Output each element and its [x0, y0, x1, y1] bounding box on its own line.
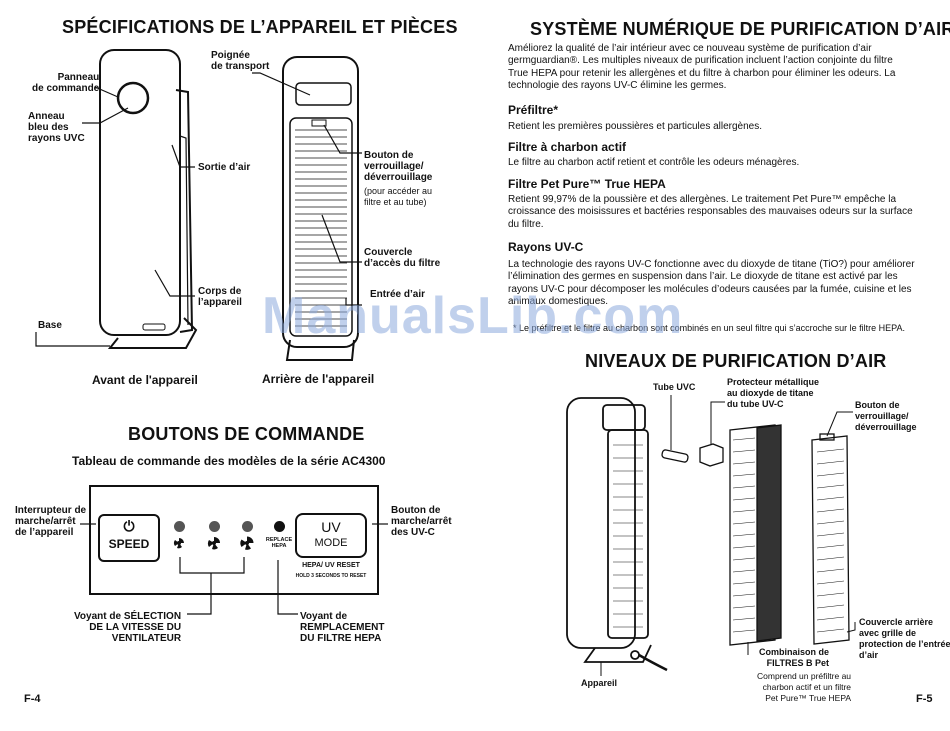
fan-speed-icons [174, 536, 254, 550]
levels-title: NIVEAUX DE PURIFICATION D’AIR [585, 351, 887, 371]
fan-med-icon [207, 537, 220, 550]
uv-label: UV [321, 519, 341, 535]
section-title-hepa: Filtre Pet Pure™ True HEPA [508, 177, 666, 191]
section-title-prefiltre: Préfiltre* [508, 103, 559, 117]
intro-text: Améliorez la qualité de l’air intérieur … [508, 43, 896, 91]
mode-label: MODE [314, 537, 348, 549]
label-panneau: Panneau de commande [32, 72, 100, 94]
replace-hepa-indicator [274, 521, 285, 532]
speed-indicator-3 [242, 521, 253, 532]
speed-label: SPEED [108, 537, 150, 551]
level-leader-lines [600, 395, 856, 676]
fan-low-icon [174, 538, 184, 549]
label-combinaison-note: Comprend un préfiltre au charbon actif e… [757, 671, 852, 703]
label-voyant-filtre: Voyant de REMPLACEMENT DU FILTRE HEPA [300, 611, 385, 644]
rear-cover-drawing [811, 433, 850, 645]
caption-avant: Avant de l'appareil [92, 373, 198, 387]
label-appareil: Appareil [581, 678, 618, 688]
rear-unit-drawing [282, 56, 359, 361]
label-bouton-verrou-r: Bouton de verrouillage/ déverrouillage [855, 400, 917, 432]
uv-tube-drawing [661, 443, 724, 467]
label-voyant-vitesse: Voyant de SÉLECTION DE LA VITESSE DU VEN… [74, 611, 182, 644]
section-title-charbon: Filtre à charbon actif [508, 140, 627, 154]
footnote: * Le préfiltre et le filtre au charbon s… [513, 323, 906, 333]
manualslib-watermark: ManualsLib.com [262, 287, 684, 345]
section-title-uvc: Rayons UV-C [508, 240, 584, 254]
speed-button[interactable]: ⏻ SPEED [98, 514, 160, 562]
label-bouton-verrou-note: (pour accéder au filtre et au tube) [364, 186, 433, 207]
label-couvercle: Couvercle d’accès du filtre [364, 247, 441, 269]
leader-lines [35, 72, 362, 347]
control-panel: ⏻ SPEED REPLACE HEPA UV MODE HEPA/ UV RE… [89, 485, 379, 595]
label-corps: Corps de l’appareil [198, 286, 242, 308]
replace-hepa-label: REPLACE HEPA [265, 537, 293, 549]
system-title: SYSTÈME NUMÉRIQUE DE PURIFICATION D’AIR [530, 19, 950, 39]
section-text-uvc: La technologie des rayons UV-C fonctionn… [508, 259, 915, 307]
label-couvercle-arriere: Couvercle arrière avec grille de protect… [859, 617, 950, 660]
label-bouton-uv: Bouton de marche/arrêt des UV-C [391, 505, 452, 538]
controls-title: BOUTONS DE COMMANDE [128, 424, 365, 444]
label-combinaison: Combinaison de FILTRES B Pet [759, 647, 830, 668]
controls-subtitle: Tableau de commande des modèles de la sé… [72, 454, 386, 468]
speed-indicator-1 [174, 521, 185, 532]
left-page: SPÉCIFICATIONS DE L’APPAREIL ET PIÈCES [15, 17, 458, 705]
label-interrupteur: Interrupteur de marche/arrêt de l’appare… [15, 505, 87, 538]
label-anneau: Anneau bleu des rayons UVC [28, 111, 85, 144]
hepa-reset-label: HEPA/ UV RESET [302, 562, 360, 569]
power-icon: ⏻ [123, 518, 135, 534]
section-text-prefiltre: Retient les premières poussières et part… [508, 121, 763, 132]
label-poignee: Poignée de transport [211, 50, 270, 72]
label-tube-uvc: Tube UVC [653, 382, 696, 392]
label-base: Base [38, 320, 62, 331]
specs-title: SPÉCIFICATIONS DE L’APPAREIL ET PIÈCES [62, 17, 458, 37]
filter-combo-drawing [729, 424, 782, 646]
page-number-left: F-4 [24, 693, 41, 705]
section-text-hepa: Retient 99,97% de la poussière et des al… [508, 194, 913, 230]
hold-text: HOLD 3 SECONDS TO RESET [295, 573, 367, 579]
uv-mode-button[interactable]: UV MODE [295, 513, 367, 558]
caption-arriere: Arrière de l'appareil [262, 372, 375, 386]
front-unit-drawing [99, 49, 198, 349]
appliance-diagrams [35, 49, 362, 361]
fan-high-icon [240, 536, 254, 550]
control-leader-lines [80, 523, 388, 615]
label-entree: Entrée d’air [370, 289, 426, 300]
purification-levels-diagram [566, 395, 856, 676]
label-sortie: Sortie d’air [198, 162, 251, 173]
label-bouton-verrou: Bouton de verrouillage/ déverrouillage [364, 150, 433, 183]
right-page: SYSTÈME NUMÉRIQUE DE PURIFICATION D’AIR … [475, 0, 950, 731]
page-number-right: F-5 [916, 693, 933, 705]
unit-open-drawing [566, 397, 668, 672]
speed-indicator-2 [209, 521, 220, 532]
label-protecteur: Protecteur métallique au dioxyde de tita… [727, 377, 820, 409]
section-text-charbon: Le filtre au charbon actif retient et co… [508, 157, 800, 168]
